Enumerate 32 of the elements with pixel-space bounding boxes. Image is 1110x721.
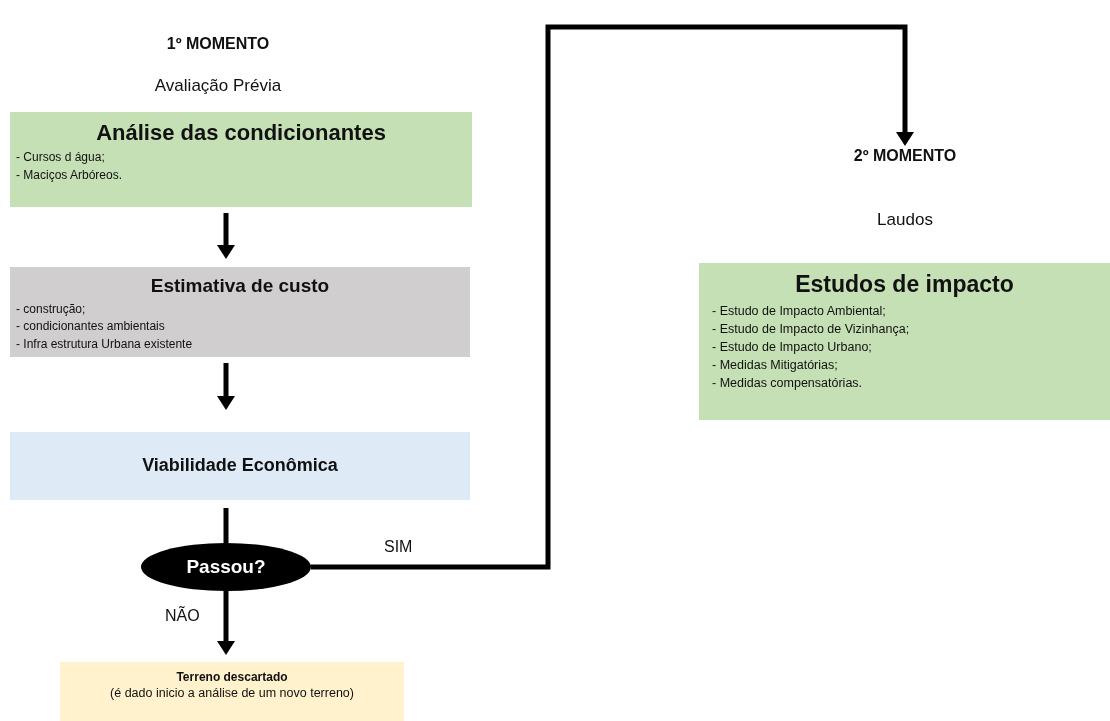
phase-subtitle: Avaliação Prévia	[154, 76, 282, 96]
process-box	[60, 662, 404, 721]
list-item: - Medidas compensatórias.	[711, 375, 864, 393]
process-box	[10, 267, 470, 357]
list-item: - Estudo de Impacto de Vizinhança;	[711, 320, 911, 338]
list-item: - Cursos d água;	[15, 149, 106, 167]
list-item: - Estudo de Impacto Urbano;	[711, 338, 873, 356]
decision-ellipse	[141, 543, 311, 591]
box-title: Estimativa de custo	[149, 274, 331, 298]
box-title: Estudos de impacto	[794, 270, 1015, 299]
box-title: Passou?	[186, 555, 266, 579]
arrow	[311, 24, 914, 570]
connector-line	[223, 508, 229, 543]
process-box	[10, 432, 470, 500]
list-item: - condicionantes ambientais	[15, 318, 166, 336]
box-title: Terreno descartado	[175, 670, 289, 685]
box-title: Análise das condicionantes	[95, 119, 387, 147]
list-item: - Medidas Mitigatórias;	[711, 356, 839, 374]
list-item: - construção;	[15, 300, 87, 318]
arrow	[217, 213, 235, 259]
list-item: - Maciços Arbóreos.	[15, 166, 124, 184]
process-box	[10, 112, 472, 207]
box-note: (é dado inicio a análise de um novo terreno)	[109, 685, 355, 703]
box-title: Viabilidade Econômica	[142, 455, 338, 477]
phase-subtitle: Laudos	[877, 210, 933, 230]
list-item: - Estudo de Impacto Ambiental;	[711, 302, 887, 320]
box-title: 2º MOMENTO	[852, 146, 958, 166]
process-box	[699, 263, 1110, 420]
arrow	[217, 591, 235, 655]
arrow	[217, 363, 235, 410]
list-item: - Infra estrutura Urbana existente	[15, 335, 194, 353]
phase-heading: 1º MOMENTO	[166, 35, 270, 53]
